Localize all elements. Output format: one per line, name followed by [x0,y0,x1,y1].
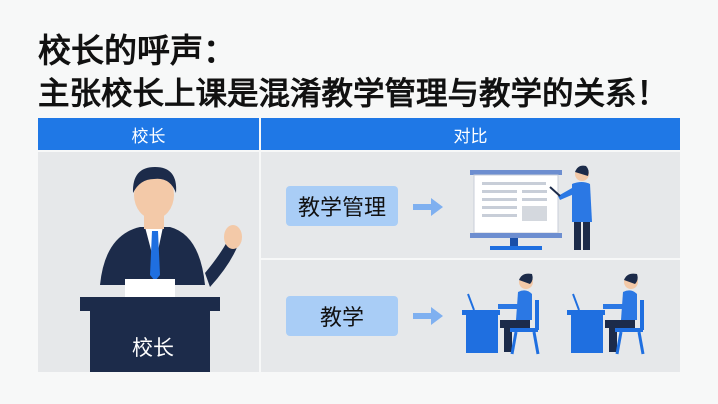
title-line-1: 校长的呼声： [38,31,236,70]
arrow-right-icon [413,307,443,325]
podium-label: 校长 [132,336,174,360]
students-at-desks-icon [462,273,645,355]
title-line-2: 主张校长上课是混淆教学管理与教学的关系！ [38,76,669,112]
header-principal: 校长 [38,118,259,150]
arrow-right-icon [413,198,443,216]
label-teaching: 教学 [286,296,398,336]
header-comparison: 对比 [261,118,680,150]
teacher-presenting-at-board-icon [470,165,592,250]
label-teaching-management: 教学管理 [286,186,398,226]
principal-illustration-icon [80,167,242,372]
